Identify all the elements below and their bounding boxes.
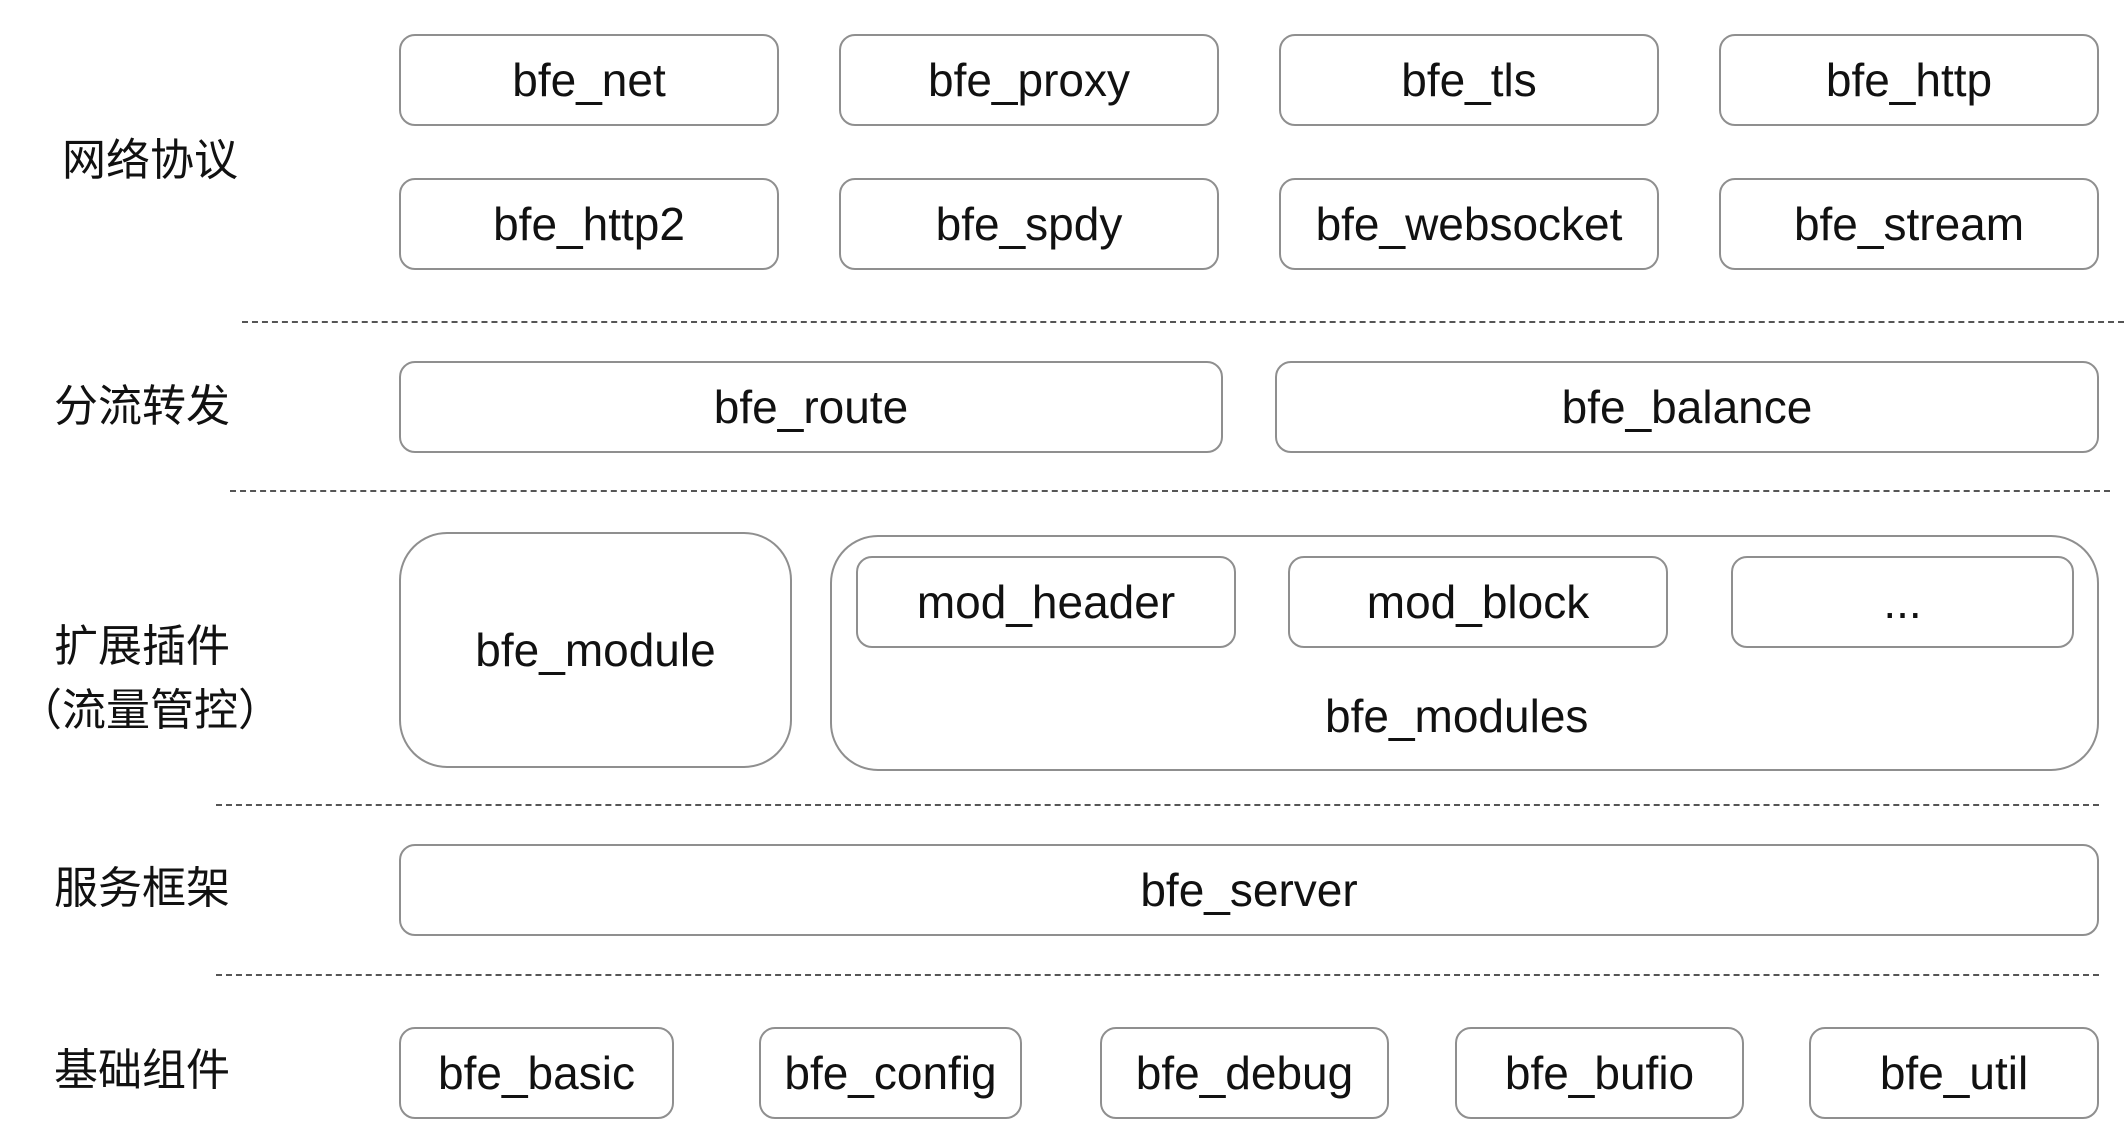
layer-label-routing: 分流转发 [54,381,230,432]
module-box: bfe_util [1809,1027,2099,1119]
mod-box: mod_block [1288,556,1668,648]
layer-divider [242,321,2124,323]
layer-divider [230,490,2110,492]
module-box: bfe_stream [1719,178,2099,270]
module-box: bfe_net [399,34,779,126]
layer-divider [216,804,2099,806]
module-box: bfe_debug [1100,1027,1389,1119]
layer-label-extension: 扩展插件 [54,621,230,672]
module-box: bfe_bufio [1455,1027,1744,1119]
module-box: bfe_route [399,361,1223,453]
module-box: bfe_websocket [1279,178,1659,270]
module-box: bfe_spdy [839,178,1219,270]
layer-label-network: 网络协议 [62,135,238,186]
bfe-module-box: bfe_module [399,532,792,768]
module-box: bfe_proxy [839,34,1219,126]
layer-divider [216,974,2099,976]
bfe-modules-label: bfe_modules [1325,690,1589,742]
layer-label-framework: 服务框架 [54,863,230,914]
layer-label-basic: 基础组件 [54,1045,230,1096]
module-box: bfe_balance [1275,361,2099,453]
mod-box: ... [1731,556,2074,648]
module-box: bfe_http2 [399,178,779,270]
mod-box: mod_header [856,556,1236,648]
module-box: bfe_basic [399,1027,674,1119]
module-box: bfe_server [399,844,2099,936]
module-box: bfe_http [1719,34,2099,126]
module-box: bfe_config [759,1027,1022,1119]
module-box: bfe_tls [1279,34,1659,126]
layer-label-extension-sub: （流量管控） [18,685,282,736]
